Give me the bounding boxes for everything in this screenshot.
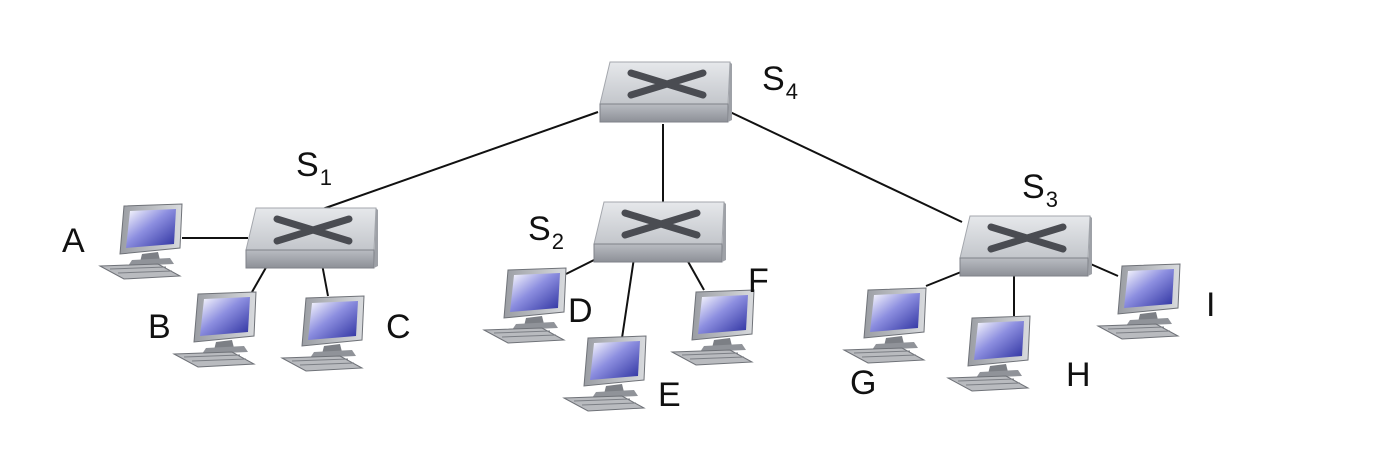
link-s2-e	[621, 257, 635, 339]
desktop-computer-icon-i	[1096, 263, 1181, 340]
switch-label-subscript: 3	[1046, 187, 1058, 212]
desktop-computer-icon-d	[482, 267, 567, 344]
network-switch-icon-s2	[593, 201, 726, 263]
host-label-i: I	[1206, 286, 1215, 324]
switch-label-main: S	[762, 60, 785, 98]
switch-label-s1: S1	[296, 146, 332, 190]
link-s4-s3	[729, 111, 963, 223]
host-label-c: C	[386, 308, 411, 346]
desktop-computer-icon-b	[172, 291, 257, 368]
desktop-computer-icon-f	[670, 289, 755, 366]
desktop-computer-icon-c	[280, 295, 365, 372]
link-s2-f	[685, 257, 705, 291]
desktop-computer-icon-e	[562, 335, 647, 412]
desktop-computer-icon-a	[98, 203, 183, 280]
host-label-a: A	[62, 222, 85, 260]
link-s2-d	[565, 257, 599, 275]
link-s1-c	[321, 263, 329, 297]
host-label-f: F	[748, 262, 769, 300]
switch-label-main: S	[528, 210, 551, 248]
network-switch-icon-s4	[599, 61, 732, 123]
host-label-d: D	[568, 292, 593, 330]
network-switch-icon-s1	[245, 207, 378, 269]
link-s3-g	[925, 269, 967, 287]
desktop-computer-icon-g	[842, 287, 927, 364]
nodes	[98, 61, 1181, 412]
switch-label-s3: S3	[1022, 168, 1058, 212]
switch-label-subscript: 2	[552, 229, 564, 254]
switch-label-s4: S4	[762, 60, 798, 104]
switch-label-subscript: 4	[786, 79, 798, 104]
host-label-g: G	[850, 364, 876, 402]
host-label-b: B	[148, 308, 171, 346]
switch-label-main: S	[296, 146, 319, 184]
switch-label-main: S	[1022, 168, 1045, 206]
switch-label-subscript: 1	[320, 165, 332, 190]
host-label-e: E	[658, 376, 681, 414]
link-s4-s1	[313, 111, 599, 213]
host-label-h: H	[1066, 356, 1091, 394]
link-s1-b	[251, 263, 269, 293]
network-switch-icon-s3	[959, 215, 1092, 277]
desktop-computer-icon-h	[946, 315, 1031, 392]
switch-label-s2: S2	[528, 210, 564, 254]
